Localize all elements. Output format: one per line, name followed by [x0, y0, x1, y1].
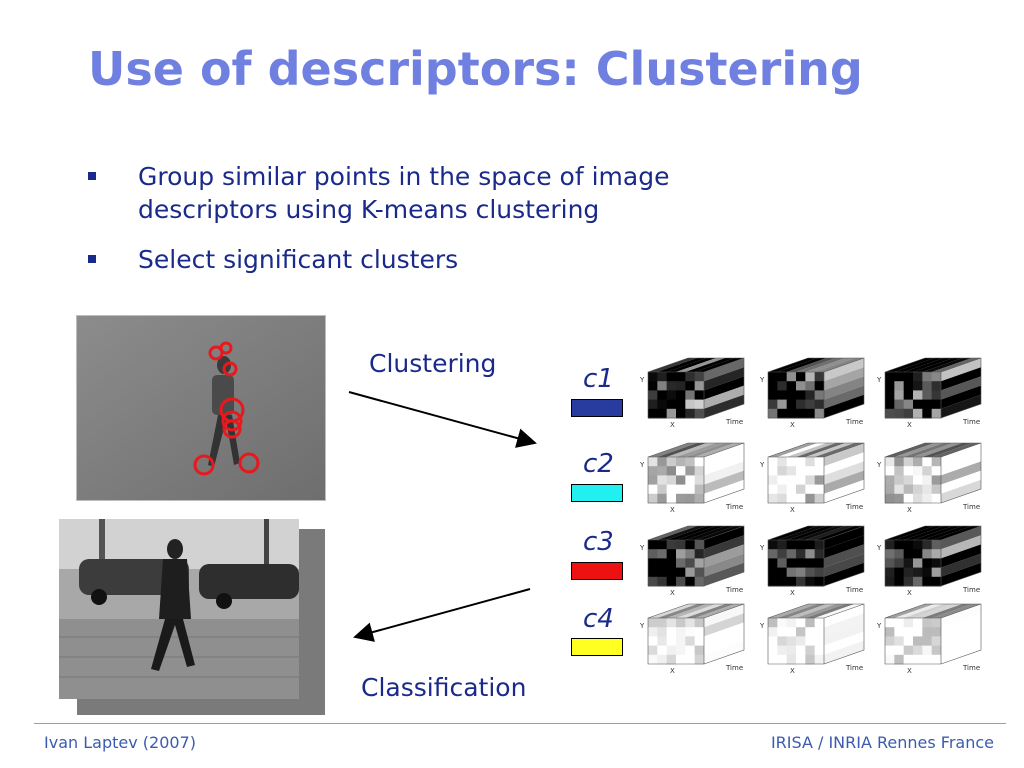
svg-text:X: X [907, 589, 912, 596]
cluster-label-c4: c4 [583, 604, 614, 634]
descriptor-cube: Y X Time [640, 442, 745, 513]
svg-text:X: X [907, 667, 912, 674]
svg-text:Time: Time [845, 664, 863, 672]
svg-text:Y: Y [877, 544, 882, 552]
descriptor-cube: Y X Time [877, 357, 982, 428]
cluster-label-c3: c3 [583, 527, 614, 557]
footer-right: IRISA / INRIA Rennes France [770, 733, 994, 752]
svg-text:X: X [790, 667, 795, 674]
clustering-label: Clustering [369, 349, 497, 378]
descriptor-cube: Y X Time [877, 442, 982, 513]
svg-text:Y: Y [640, 376, 645, 384]
footer-divider [34, 723, 1006, 724]
descriptor-cube: Y X Time [877, 525, 982, 596]
descriptor-cube: Y X Time [640, 525, 745, 596]
svg-text:X: X [670, 506, 675, 513]
svg-text:Time: Time [962, 503, 980, 511]
descriptor-cube: Y X Time [640, 603, 745, 674]
svg-text:X: X [790, 421, 795, 428]
classification-arrow [353, 588, 531, 642]
svg-text:Y: Y [760, 376, 765, 384]
cluster-swatch-c3 [571, 562, 623, 580]
svg-text:X: X [907, 506, 912, 513]
bullet-square-icon [88, 255, 96, 263]
bullet-text: Select significant clusters [138, 245, 459, 274]
cluster-label-c1: c1 [583, 364, 614, 394]
interest-points-image [76, 315, 326, 501]
svg-text:Time: Time [725, 664, 743, 672]
descriptor-cube: Y X Time [760, 603, 865, 674]
svg-text:Y: Y [640, 461, 645, 469]
descriptor-cube: Y X Time [640, 357, 745, 428]
interest-points [193, 341, 260, 476]
bullet-list: Group similar points in the space of ima… [88, 160, 788, 293]
svg-text:X: X [790, 506, 795, 513]
svg-text:Y: Y [760, 544, 765, 552]
svg-text:Time: Time [725, 503, 743, 511]
svg-text:Y: Y [760, 461, 765, 469]
svg-text:Y: Y [877, 622, 882, 630]
svg-text:Time: Time [845, 503, 863, 511]
bullet-item: Group similar points in the space of ima… [88, 160, 788, 226]
bullet-item: Select significant clusters [88, 243, 788, 276]
descriptor-cube: Y X Time [760, 357, 865, 428]
svg-text:Y: Y [760, 622, 765, 630]
svg-text:Time: Time [725, 586, 743, 594]
svg-text:Time: Time [845, 586, 863, 594]
descriptor-cube: Y X Time [760, 442, 865, 513]
svg-text:X: X [670, 421, 675, 428]
classification-label: Classification [361, 673, 527, 702]
svg-text:Y: Y [640, 544, 645, 552]
svg-text:X: X [670, 667, 675, 674]
svg-text:X: X [790, 589, 795, 596]
slide-title: Use of descriptors: Clustering [88, 42, 863, 96]
svg-text:Y: Y [877, 461, 882, 469]
descriptor-cube: Y X Time [877, 603, 982, 674]
svg-text:Y: Y [877, 376, 882, 384]
cluster-label-c2: c2 [583, 449, 614, 479]
cluster-swatch-c2 [571, 484, 623, 502]
footer-left: Ivan Laptev (2007) [44, 733, 196, 752]
bullet-square-icon [88, 172, 96, 180]
walking-person [151, 539, 195, 671]
walking-person-silhouette [208, 356, 240, 467]
street-scene-image [59, 519, 325, 715]
svg-text:Time: Time [962, 664, 980, 672]
svg-text:X: X [670, 589, 675, 596]
clustering-arrow [348, 391, 537, 448]
descriptor-cube: Y X Time [760, 525, 865, 596]
svg-text:Y: Y [640, 622, 645, 630]
bullet-text: Group similar points in the space of ima… [138, 162, 670, 224]
cluster-swatch-c4 [571, 638, 623, 656]
cluster-swatch-c1 [571, 399, 623, 417]
svg-text:Time: Time [845, 418, 863, 426]
svg-text:Time: Time [962, 418, 980, 426]
svg-text:Time: Time [725, 418, 743, 426]
svg-text:Time: Time [962, 586, 980, 594]
svg-text:X: X [907, 421, 912, 428]
